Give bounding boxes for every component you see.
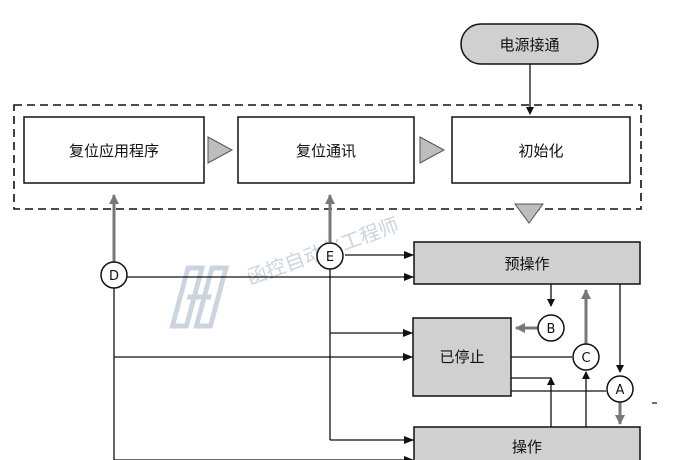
watermark-logo [169,265,230,329]
arrowhead-d-operational [404,456,414,460]
initialization-label: 初始化 [518,142,563,160]
arrowhead-e-pre-op [404,251,414,259]
transition-c-circle: C [572,343,600,371]
flow-arrow-reset-app-to-reset-comm [207,136,234,164]
reset-application-node: 复位应用程序 [23,116,205,184]
watermark: 函控自动化工程师 [169,212,402,329]
pre-operational-label: 预操作 [504,255,549,273]
arrowhead-e-operational [404,436,414,444]
power-on-label: 电源接通 [499,36,559,54]
flow-arrow-reset-comm-to-init [419,136,446,164]
transition-a-circle: A [606,375,634,403]
stopped-label: 已停止 [439,348,484,366]
reset-communication-node: 复位通讯 [237,116,415,184]
transition-e-circle: E [316,242,344,270]
pre-operational-node: 预操作 [413,241,641,285]
operational-label: 操作 [512,438,542,456]
stopped-node: 已停止 [412,317,512,397]
transition-a-label: A [616,383,625,398]
initialization-node: 初始化 [451,116,631,184]
reset-application-label: 复位应用程序 [69,142,159,160]
transition-d-circle: D [100,261,128,289]
arrowhead-d-stopped [403,353,413,361]
reset-communication-label: 复位通讯 [296,142,356,160]
transition-d-label: D [109,269,119,284]
power-on-node: 电源接通 [460,23,599,65]
transition-b-circle: B [537,314,565,342]
transition-c-label: C [581,351,590,366]
arrowhead-e-stopped [403,329,413,337]
flow-arrow-init-to-pre-operational [514,203,544,224]
arrowhead-d-pre-op [404,273,414,281]
transition-b-label: B [547,322,556,337]
transition-e-label: E [326,250,334,265]
initialization-group-border [13,104,642,210]
operational-node: 操作 [413,426,641,460]
